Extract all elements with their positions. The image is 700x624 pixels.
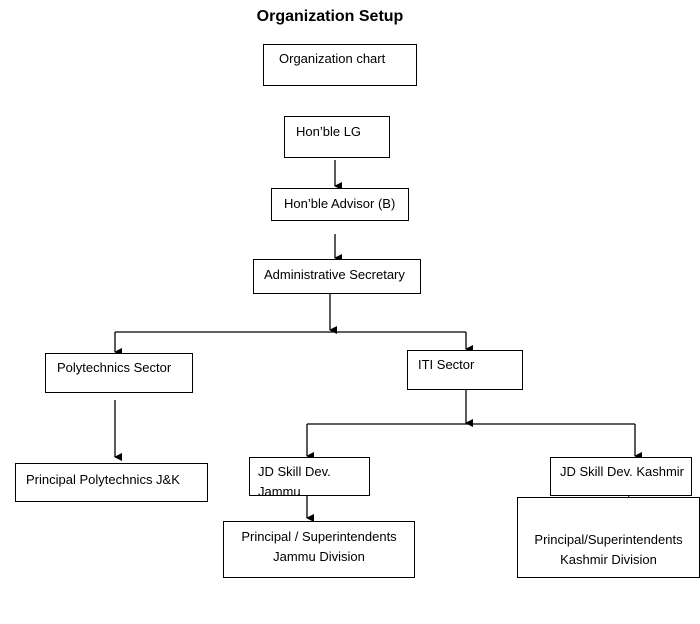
organization-chart-label: Organization chart — [279, 51, 386, 66]
hon-lg-box: Hon’ble LG — [284, 116, 390, 158]
polytechnics-sector-label: Polytechnics Sector — [57, 360, 172, 375]
administrative-secretary-box: Administrative Secretary — [253, 259, 421, 294]
jd-skill-jammu-label: JD Skill Dev. Jammu — [258, 464, 331, 499]
polytechnics-sector-box: Polytechnics Sector — [45, 353, 193, 393]
principal-jammu-line2: Jammu Division — [273, 549, 365, 564]
principal-polytechnics-box: Principal Polytechnics J&K — [15, 463, 208, 502]
jd-skill-kashmir-box: JD Skill Dev. Kashmir — [550, 457, 692, 496]
page-title: Organization Setup — [256, 8, 404, 25]
jd-skill-jammu-box: JD Skill Dev. Jammu — [249, 457, 370, 499]
principal-kashmir-line1: Principal/Superintendents — [534, 532, 683, 547]
jd-skill-kashmir-label: JD Skill Dev. Kashmir — [560, 464, 685, 479]
iti-sector-box: ITI Sector — [407, 350, 523, 390]
hon-advisor-box: Hon’ble Advisor (B) — [271, 188, 409, 221]
principal-kashmir-box: Principal/Superintendents Kashmir Divisi… — [517, 497, 700, 578]
hon-advisor-label: Hon’ble Advisor (B) — [284, 196, 396, 211]
principal-jammu-line1: Principal / Superintendents — [241, 529, 397, 544]
administrative-secretary-label: Administrative Secretary — [264, 267, 405, 282]
principal-kashmir-line2: Kashmir Division — [560, 552, 657, 567]
organization-chart-box: Organization chart — [263, 44, 417, 86]
principal-jammu-box: Principal / Superintendents Jammu Divisi… — [223, 521, 415, 578]
principal-polytechnics-label: Principal Polytechnics J&K — [26, 472, 180, 487]
iti-sector-label: ITI Sector — [418, 357, 475, 372]
hon-lg-label: Hon’ble LG — [296, 124, 362, 139]
